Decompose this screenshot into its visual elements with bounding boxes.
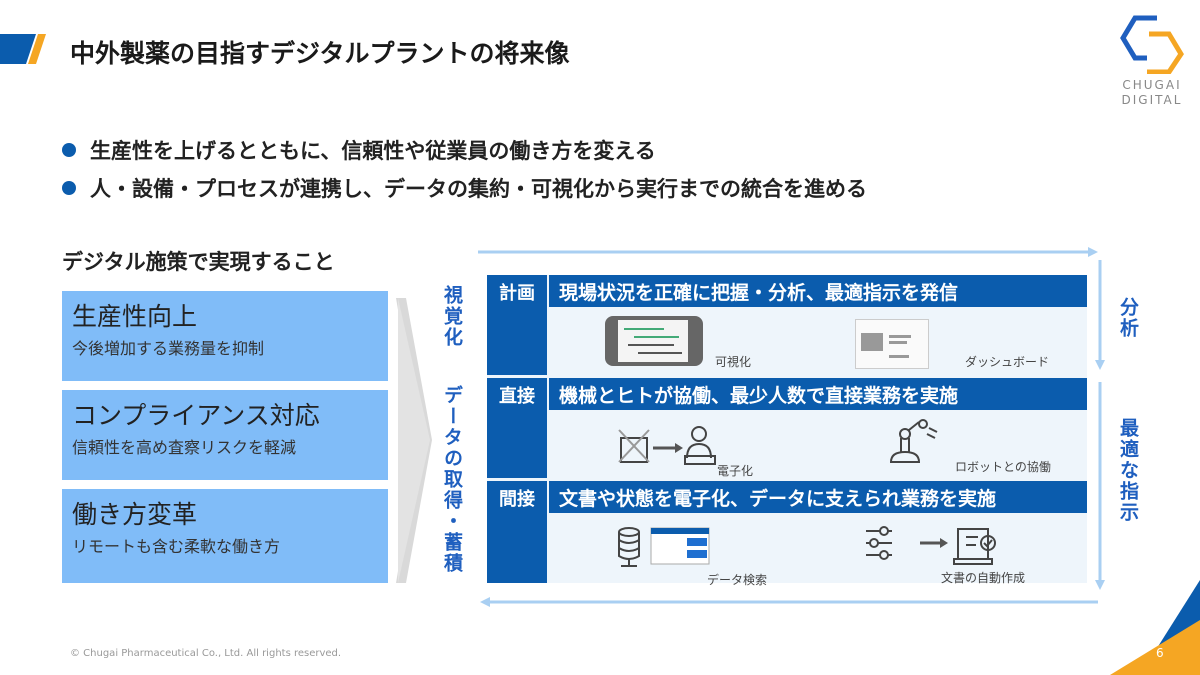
tablet-visualization-icon <box>605 316 703 366</box>
chevron-arrow-icon <box>396 298 432 583</box>
goal-box-productivity: 生産性向上今後増加する業務量を抑制 <box>62 291 388 381</box>
left-heading: デジタル施策で実現すること <box>62 250 335 274</box>
label-data-acquisition: データの取得・蓄積 <box>441 385 463 574</box>
goal-box-compliance: コンプライアンス対応信頼性を高め査察リスクを軽減 <box>62 390 388 480</box>
bullet-dot-icon <box>62 143 76 157</box>
goal-box-workstyle: 働き方変革リモートも含む柔軟な働き方 <box>62 489 388 583</box>
row-planning: 計画 現場状況を正確に把握・分析、最適指示を発信 可視化 ダッシュボード <box>487 275 1087 375</box>
corner-decoration-icon <box>1110 580 1200 675</box>
row-direct: 直接 機械とヒトが協働、最少人数で直接業務を実施 電子化 ロボットとの協働 <box>487 378 1087 478</box>
digital-plant-panel: 計画 現場状況を正確に把握・分析、最適指示を発信 可視化 ダッシュボード 直接 … <box>487 275 1087 587</box>
robot-arm-icon <box>889 419 938 463</box>
paper-to-digital-icon <box>618 426 716 465</box>
label-optimal-instruction: 最適な指示 <box>1117 418 1139 523</box>
copyright: © Chugai Pharmaceutical Co., Ltd. All ri… <box>70 648 342 659</box>
chugai-digital-logo: CHUGAI DIGITAL <box>1112 12 1192 108</box>
bullet-dot-icon <box>62 181 76 195</box>
page-number: 6 <box>1156 646 1164 660</box>
cycle-arrows-icon <box>478 247 1105 607</box>
label-analysis: 分析 <box>1117 297 1139 339</box>
title-accent-icon <box>0 34 46 64</box>
label-visualize: 視覚化 <box>441 285 463 348</box>
bullet-1: 生産性を上げるとともに、信頼性や従業員の働き方を変える <box>62 135 656 165</box>
logo-hex-icon <box>1120 15 1184 75</box>
dashboard-icon <box>855 319 929 369</box>
bullet-2: 人・設備・プロセスが連携し、データの集約・可視化から実行までの統合を進める <box>62 173 867 203</box>
database-search-icon <box>618 527 710 567</box>
page-title: 中外製薬の目指すデジタルプラントの将来像 <box>70 39 570 68</box>
row-indirect: 間接 文書や状態を電子化、データに支えられ業務を実施 データ検索 文書の自動作成 <box>487 481 1087 587</box>
auto-document-icon <box>866 526 996 565</box>
